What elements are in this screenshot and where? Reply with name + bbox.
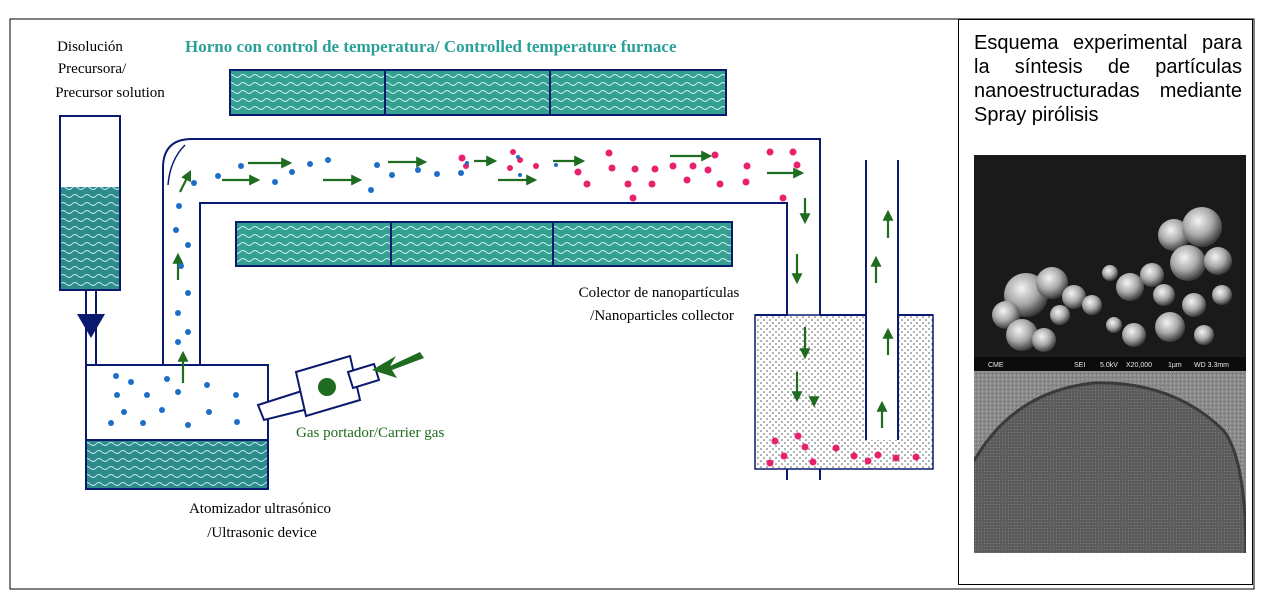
collector	[754, 160, 934, 470]
sem-micrograph: CME SEI 5.0kV X20,000 1µm WD 3.3mm	[974, 155, 1246, 371]
outer-frame	[9, 18, 1255, 590]
furnace-bottom	[235, 221, 733, 267]
precursor-label: Disolución Precursora/ Precursor solutio…	[55, 39, 165, 101]
side-panel: Esquema experimental para la síntesis de…	[958, 19, 1253, 585]
carrier-gas-inlet	[256, 352, 424, 422]
atomizer-label: Atomizador ultrasónico /Ultrasonic devic…	[189, 501, 331, 541]
furnace-label: Horno con control de temperatura/ Contro…	[185, 37, 677, 56]
carrier-gas-label: Gas portador/Carrier gas	[296, 425, 444, 441]
tem-micrograph	[974, 371, 1246, 553]
svg-text:Precursora/: Precursora/	[58, 61, 127, 77]
svg-text:WD 3.3mm: WD 3.3mm	[1194, 362, 1229, 369]
precursor-particles-mid	[465, 155, 558, 177]
svg-text:/Ultrasonic device: /Ultrasonic device	[207, 525, 317, 541]
svg-text:1µm: 1µm	[1168, 362, 1182, 369]
svg-text:SEI: SEI	[1074, 362, 1085, 369]
flow-arrows	[172, 150, 894, 428]
svg-text:CME: CME	[988, 362, 1004, 369]
atomizer	[85, 364, 269, 490]
svg-text:Precursor solution: Precursor solution	[55, 85, 165, 101]
sem-footer: CME SEI 5.0kV X20,000 1µm WD 3.3mm	[988, 362, 1229, 369]
svg-text:/Nanoparticles collector: /Nanoparticles collector	[590, 308, 734, 324]
svg-text:Colector de nanopartículas: Colector de nanopartículas	[579, 285, 740, 301]
svg-text:Disolución: Disolución	[57, 39, 123, 55]
svg-text:Atomizador ultrasónico: Atomizador ultrasónico	[189, 501, 331, 517]
precursor-particles	[108, 157, 464, 428]
furnace-top	[229, 69, 727, 116]
svg-text:X20,000: X20,000	[1126, 362, 1152, 369]
syringe	[59, 115, 121, 440]
svg-text:5.0kV: 5.0kV	[1100, 362, 1118, 369]
figure-caption: Esquema experimental para la síntesis de…	[974, 32, 1242, 126]
collector-label: Colector de nanopartículas /Nanoparticle…	[579, 285, 740, 324]
